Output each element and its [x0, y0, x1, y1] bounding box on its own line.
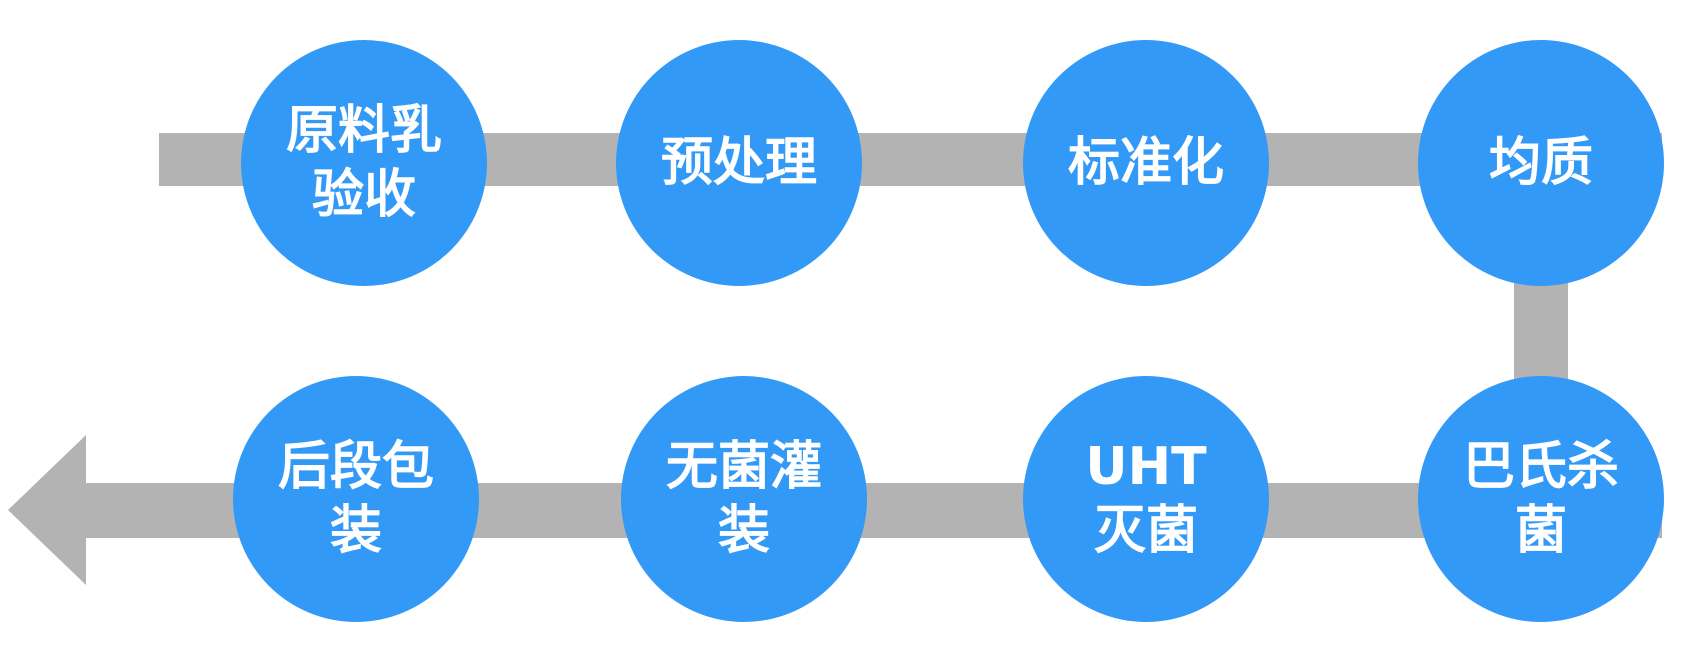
step-label-line1: 无菌灌 [665, 437, 822, 497]
step-label-line1: 原料乳 [285, 101, 442, 161]
step-aseptic-filling: 无菌灌 装 [621, 376, 867, 622]
step-label-line2: 装 [329, 501, 382, 561]
step-label-line1: 均质 [1488, 133, 1593, 193]
step-label-line2: 装 [717, 501, 770, 561]
step-label-line2: 灭菌 [1093, 501, 1198, 561]
step-label-line1: 后段包 [277, 437, 434, 497]
step-standardization: 标准化 [1023, 40, 1269, 286]
arrow-left-icon [8, 435, 86, 585]
step-uht-sterilization: UHT 灭菌 [1023, 376, 1269, 622]
step-label-line2: 验收 [311, 165, 416, 225]
step-pretreatment: 预处理 [616, 40, 862, 286]
step-label-line1: UHT [1085, 437, 1207, 497]
step-label-line2: 菌 [1514, 501, 1567, 561]
step-label-line1: 预处理 [660, 133, 817, 193]
step-final-packaging: 后段包 装 [233, 376, 479, 622]
step-label-line1: 标准化 [1067, 133, 1224, 193]
step-label-line1: 巴氏杀 [1462, 437, 1619, 497]
step-raw-milk-acceptance: 原料乳 验收 [241, 40, 487, 286]
step-homogenization: 均质 [1418, 40, 1664, 286]
step-pasteurization: 巴氏杀 菌 [1418, 376, 1664, 622]
